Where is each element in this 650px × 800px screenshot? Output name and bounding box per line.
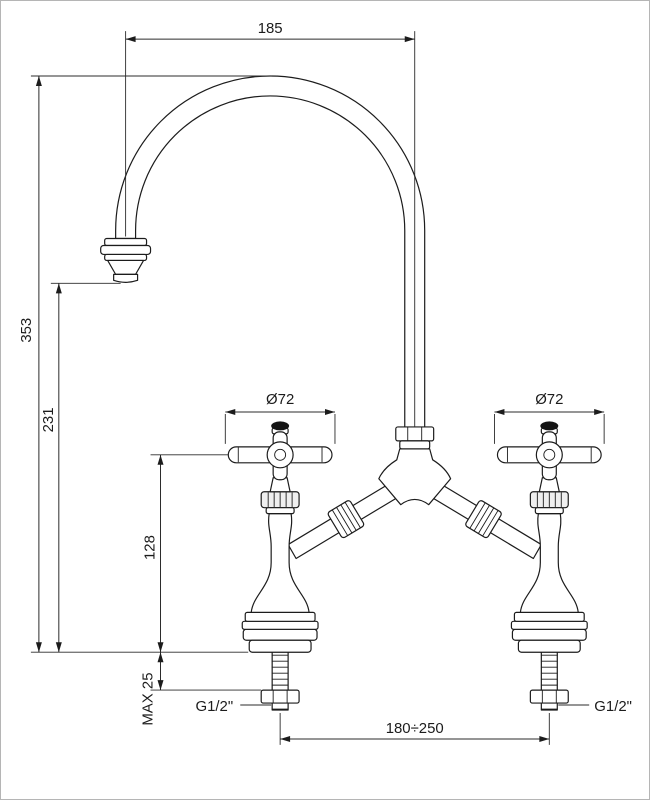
dim-text-spout-reach: 185 — [258, 20, 283, 37]
spout-tube — [115, 75, 426, 431]
spout-nozzle — [100, 237, 152, 283]
dim-text-outlet-height: 231 — [40, 407, 57, 432]
spout-collar-nut — [395, 426, 435, 450]
extension-lines — [30, 31, 605, 745]
dim-text-thread-left: G1/2" — [195, 698, 233, 715]
cross-handle — [227, 421, 333, 481]
flange-plate-lower — [241, 620, 319, 630]
dim-text-thread-right: G1/2" — [594, 698, 632, 715]
valve-unit — [227, 421, 333, 711]
dim-text-handle-dia-right: Ø72 — [535, 391, 563, 408]
dim-text-deck-thickness: MAX 25 — [140, 673, 157, 726]
base-washer-upper — [242, 628, 318, 641]
valve-unit-right — [496, 420, 602, 711]
faucet-outline — [100, 75, 602, 711]
backnut — [260, 689, 300, 704]
dim-text-inlet-spacing: 180÷250 — [386, 720, 444, 737]
base-washer-lower — [248, 639, 312, 653]
flange-plate-upper — [244, 611, 316, 622]
handle-index-cap — [271, 421, 290, 431]
central-body — [378, 448, 452, 506]
dim-text-handle-height: 128 — [142, 535, 159, 560]
handle-hub — [266, 441, 294, 469]
left-pipe-coupling — [327, 500, 365, 539]
right-pipe-coupling — [465, 500, 502, 539]
dim-text-handle-dia-left: Ø72 — [266, 391, 294, 408]
dimensioning: 185 353 231 128 MAX 25 Ø72 Ø72 G1/2" G1/… — [18, 20, 632, 745]
dim-text-overall-height: 353 — [18, 318, 35, 343]
bonnet-ring — [260, 491, 300, 515]
valve-bell-body — [250, 513, 310, 613]
